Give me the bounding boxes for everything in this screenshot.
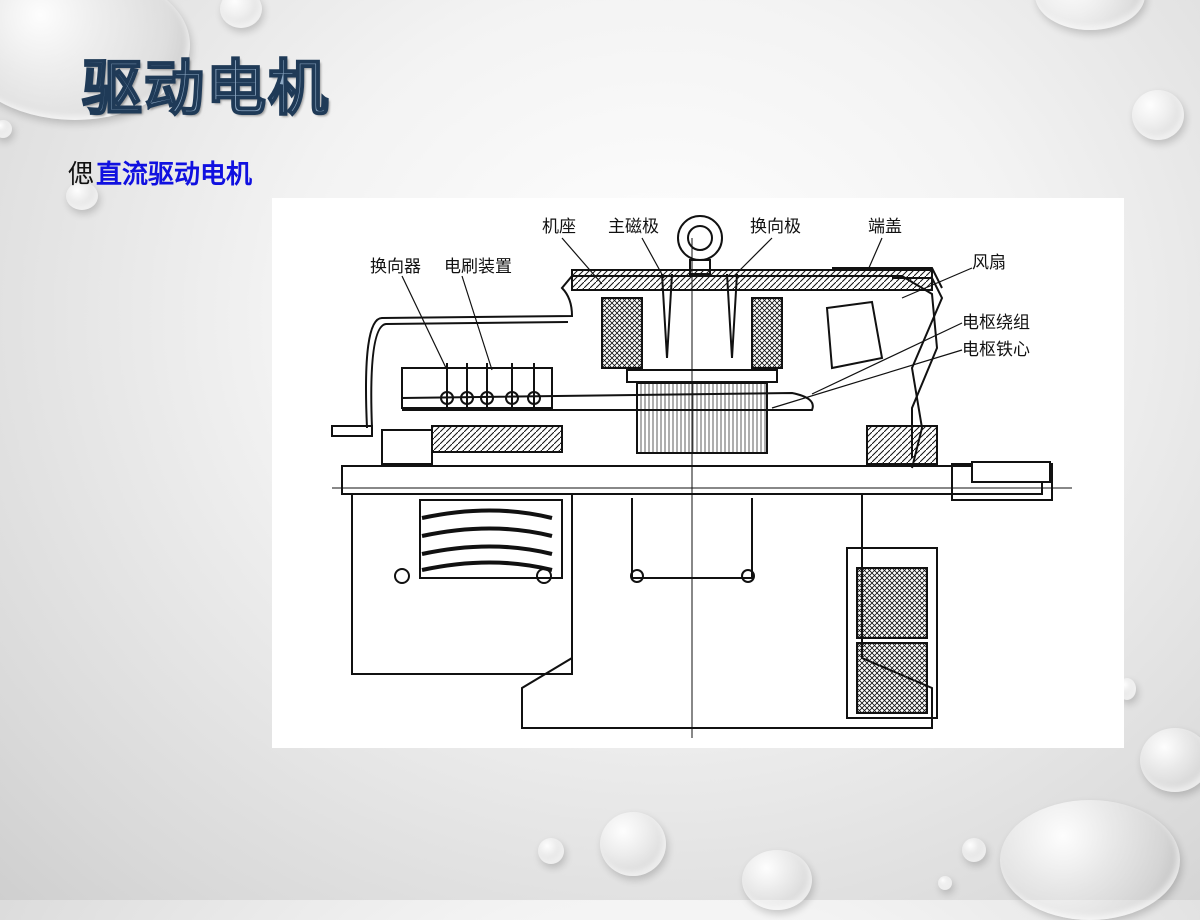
label-frame: 机座 xyxy=(542,217,576,237)
water-drop-decoration xyxy=(742,850,812,910)
water-drop-decoration xyxy=(66,182,98,210)
label-main-pole: 主磁极 xyxy=(608,217,659,237)
label-interpole: 换向极 xyxy=(750,217,801,237)
water-drop-decoration xyxy=(1000,800,1180,920)
water-drop-decoration xyxy=(1035,0,1145,30)
label-commutator: 换向器 xyxy=(370,257,421,277)
water-drop-decoration xyxy=(220,0,262,28)
water-drop-decoration xyxy=(1132,90,1184,140)
slide-title: 驱动电机 xyxy=(81,53,330,125)
bullet-item: 偲 直流驱动电机 xyxy=(68,154,252,191)
bullet-glyph: 偲 xyxy=(68,160,95,190)
dc-motor-diagram: 机座 主磁极 换向极 端盖 风扇 电枢绕组 电枢铁心 换向器 电刷装置 xyxy=(272,198,1124,748)
label-end-cover: 端盖 xyxy=(868,217,902,237)
label-armature-winding: 电枢绕组 xyxy=(962,313,1030,333)
label-fan: 风扇 xyxy=(972,253,1006,273)
water-drop-decoration xyxy=(1140,728,1200,792)
water-drop-decoration xyxy=(538,838,564,864)
water-drop-decoration xyxy=(962,838,986,862)
label-brush-device: 电刷装置 xyxy=(444,257,512,277)
water-drop-decoration xyxy=(600,812,666,876)
bullet-text: 直流驱动电机 xyxy=(96,160,253,190)
label-armature-core: 电枢铁心 xyxy=(962,340,1030,360)
dc-motor-cross-section: 机座 主磁极 换向极 端盖 风扇 电枢绕组 电枢铁心 换向器 电刷装置 xyxy=(331,215,1072,738)
water-drop-decoration xyxy=(0,120,12,138)
water-drop-decoration xyxy=(938,876,952,890)
